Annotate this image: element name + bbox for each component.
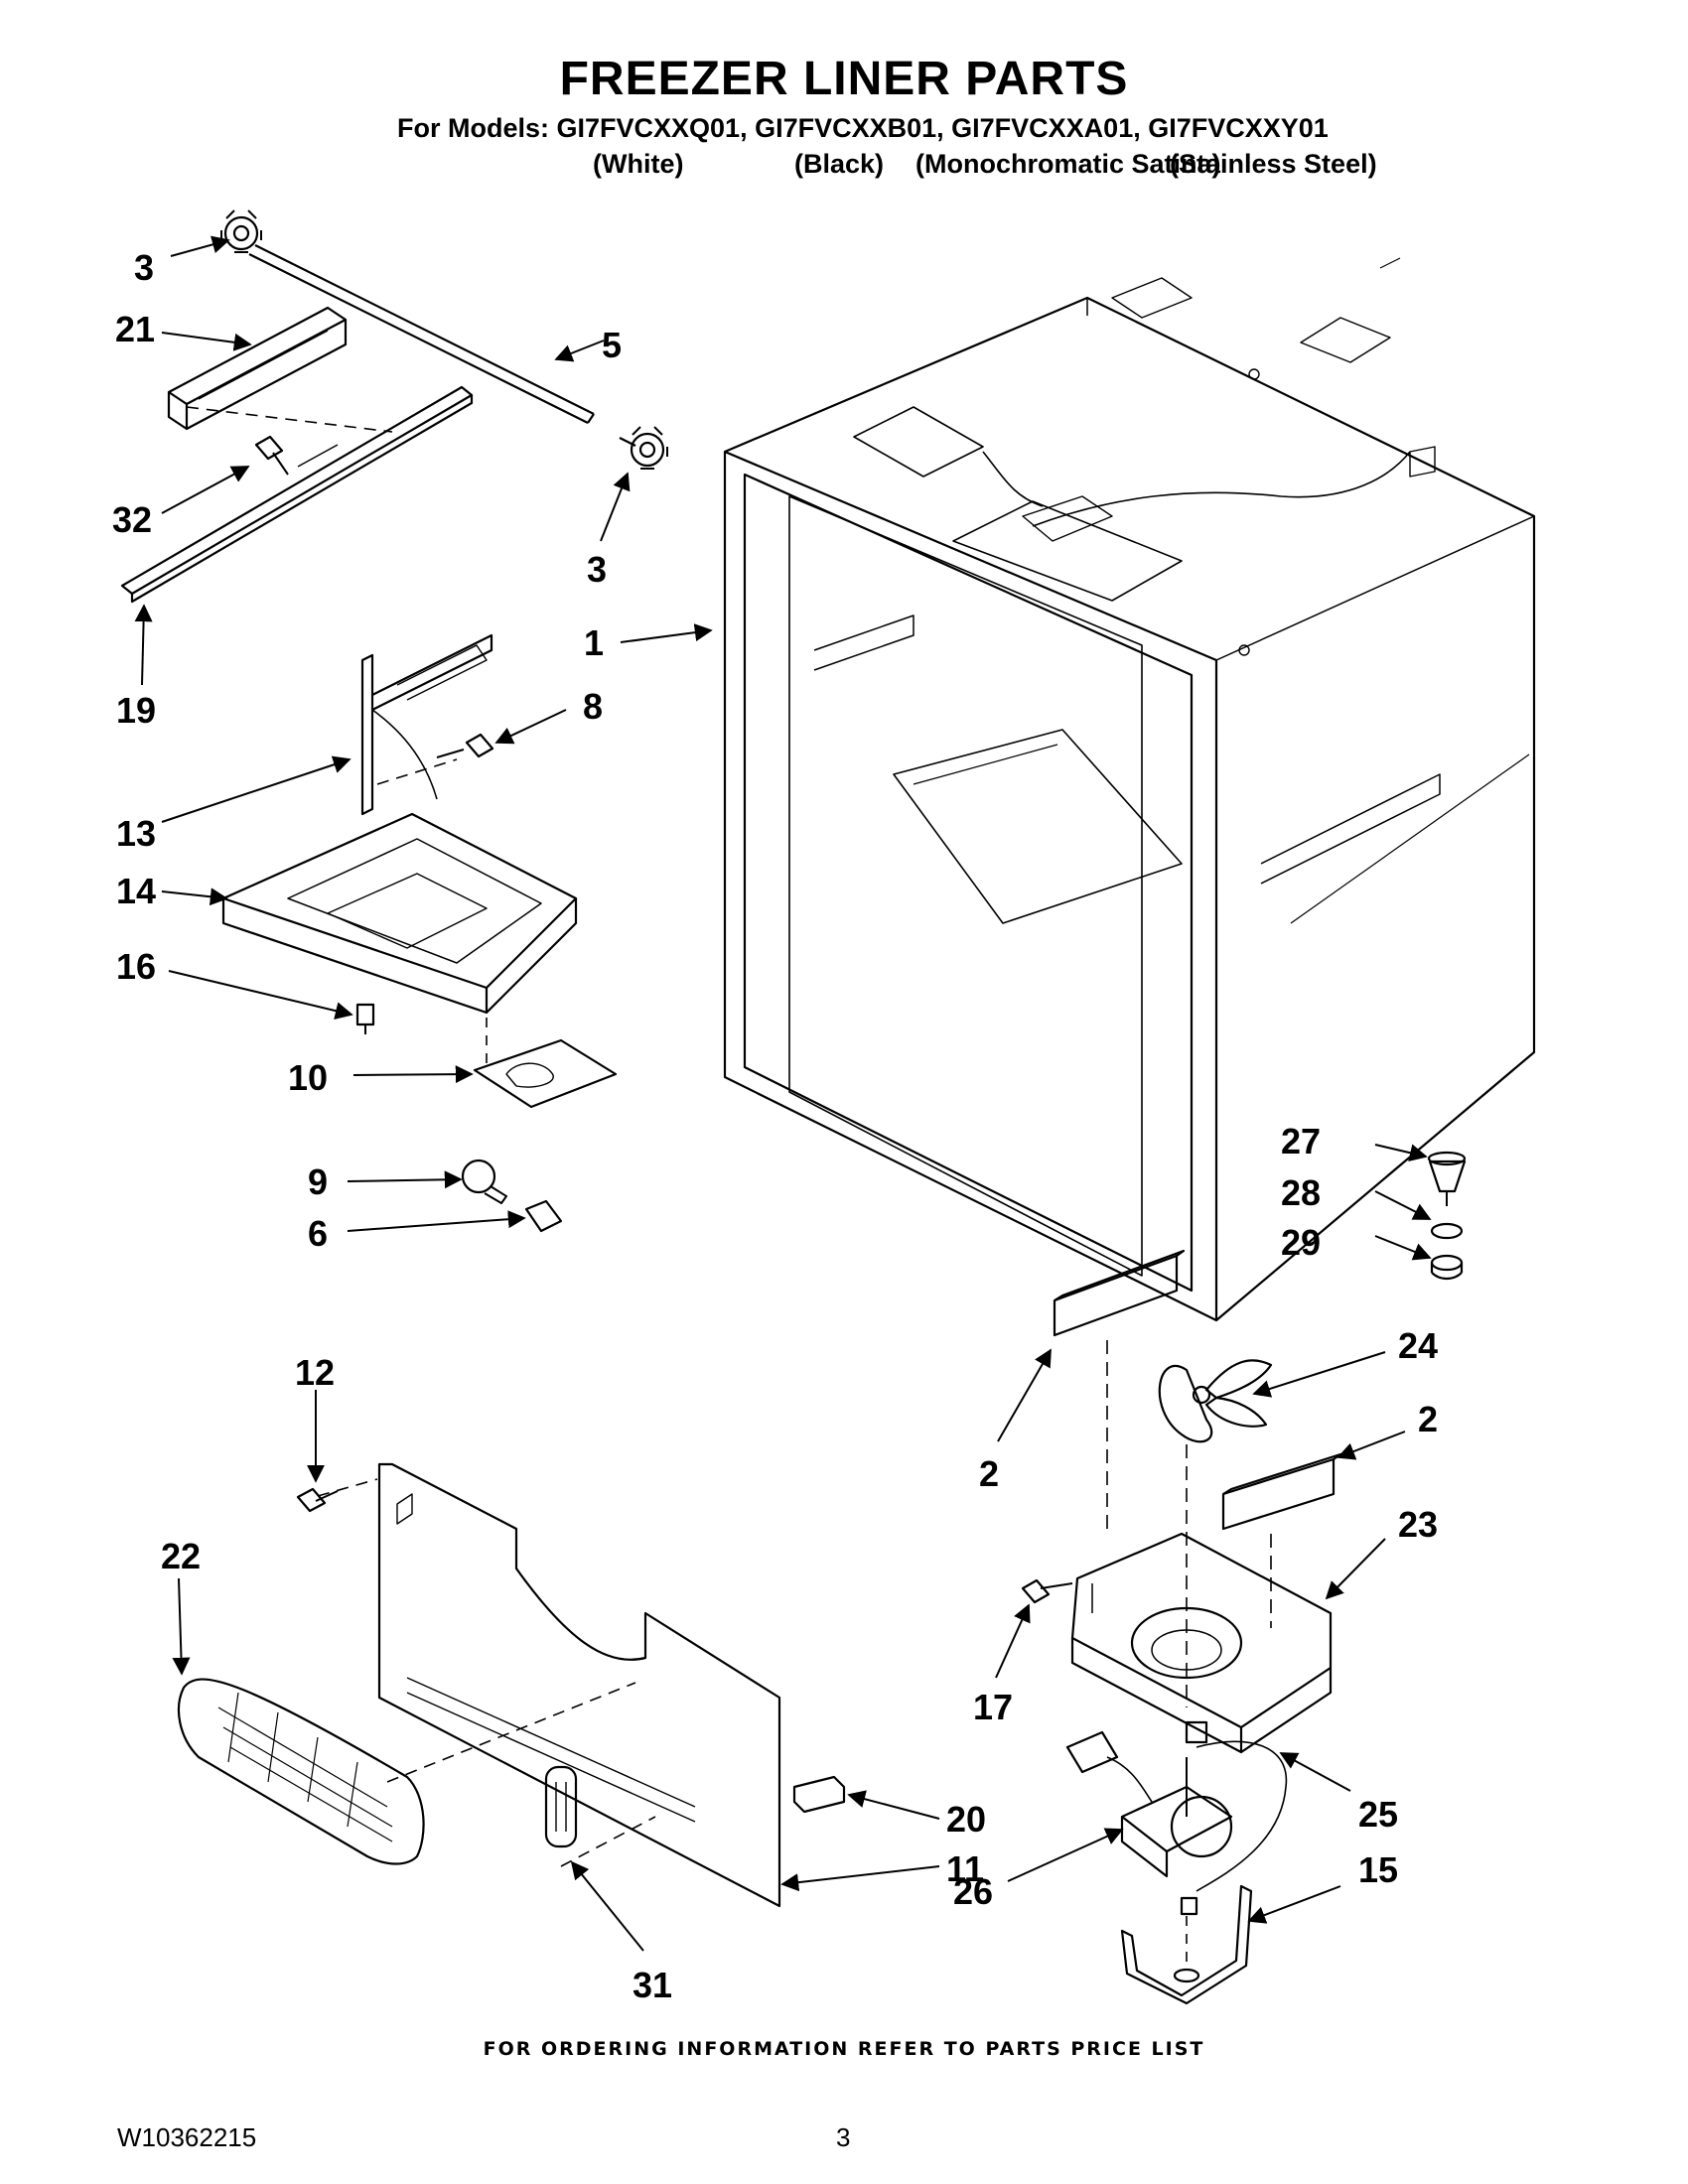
callout-24: 24 xyxy=(1398,1325,1438,1366)
switch-part-16 xyxy=(355,1003,375,1034)
grille-part-22 xyxy=(177,1678,425,1865)
leader-lines xyxy=(134,235,1432,1952)
callout-17: 17 xyxy=(973,1687,1013,1727)
part-27 xyxy=(1427,1151,1467,1206)
callout-10: 10 xyxy=(288,1057,328,1098)
callout-9: 9 xyxy=(308,1161,328,1202)
fan-blade-part-24 xyxy=(1158,1359,1273,1443)
callout-15: 15 xyxy=(1358,1849,1398,1890)
callout-25: 25 xyxy=(1358,1794,1398,1835)
callout-29: 29 xyxy=(1281,1222,1321,1263)
screw-part-32 xyxy=(254,435,289,476)
part-29 xyxy=(1430,1254,1464,1281)
callout-31: 31 xyxy=(633,1965,672,2005)
socket-part-6 xyxy=(524,1199,563,1233)
pad-part-2-top xyxy=(1053,1249,1186,1337)
screw-part-17 xyxy=(1021,1578,1073,1604)
assembly-guide-line xyxy=(186,406,393,433)
callout-11: 11 xyxy=(946,1848,984,1889)
grommet-part-25 xyxy=(1185,1720,1288,1892)
gear-part-3-lower xyxy=(619,426,668,470)
label-part-10 xyxy=(473,1038,618,1109)
callout-6: 6 xyxy=(308,1213,328,1254)
callout-13: 13 xyxy=(116,813,156,854)
part-31 xyxy=(544,1765,578,1848)
variant-black: (Black) xyxy=(794,149,885,179)
screw-part-12 xyxy=(296,1487,339,1513)
callout-14: 14 xyxy=(116,871,156,911)
callout-28: 28 xyxy=(1281,1172,1321,1213)
bracket-part-15 xyxy=(1120,1884,1253,2005)
bracket-part-13 xyxy=(360,633,493,816)
callout-27: 27 xyxy=(1281,1121,1321,1161)
screw-part-8 xyxy=(436,733,494,758)
callout-1: 1 xyxy=(584,622,604,663)
assembly-guide-line-4 xyxy=(317,1478,378,1497)
fan-motor-part-26 xyxy=(1120,1757,1233,1878)
slide-rail-part-19 xyxy=(120,385,474,604)
callout-23: 23 xyxy=(1398,1504,1438,1545)
callout-3-lower: 3 xyxy=(587,549,607,590)
callout-3-top: 3 xyxy=(134,247,154,288)
callout-19: 19 xyxy=(116,690,156,731)
assembly-guide-line-5 xyxy=(386,1682,636,1783)
ordering-note: FOR ORDERING INFORMATION REFER TO PARTS … xyxy=(483,2038,1205,2060)
bulb-part-9 xyxy=(461,1159,507,1204)
connector xyxy=(1065,1730,1153,1803)
callout-2-right: 2 xyxy=(1418,1399,1438,1439)
page-number: 3 xyxy=(836,2122,851,2152)
callout-16: 16 xyxy=(116,946,156,987)
variant-monochromatic: (Monochromatic Satina) xyxy=(915,149,1221,179)
part-20 xyxy=(792,1775,846,1814)
assembly-guide-line-6 xyxy=(560,1816,656,1867)
rod-part-5 xyxy=(248,244,595,424)
gear-part-3-top xyxy=(220,209,262,253)
callout-26: 26 xyxy=(953,1871,993,1912)
pad-part-2-lower xyxy=(1221,1452,1342,1531)
light-housing-part-14 xyxy=(221,812,578,1015)
models-line: For Models: GI7FVCXXQ01, GI7FVCXXB01, GI… xyxy=(397,113,1329,143)
callout-20: 20 xyxy=(946,1799,986,1840)
slide-rail-part-21 xyxy=(167,306,348,431)
page-title: FREEZER LINER PARTS xyxy=(559,53,1129,105)
callout-8: 8 xyxy=(583,686,603,727)
callout-5: 5 xyxy=(602,325,622,365)
ring-part-28 xyxy=(1430,1222,1464,1240)
fan-shroud-part-23 xyxy=(1070,1532,1333,1754)
callout-12: 12 xyxy=(295,1352,335,1393)
variant-stainless: (Stainless Steel) xyxy=(1170,149,1377,179)
freezer-liner-part xyxy=(723,257,1536,1322)
document-number: W10362215 xyxy=(117,2122,257,2152)
callout-2-left: 2 xyxy=(979,1453,999,1494)
rear-panel-part-11 xyxy=(377,1462,781,1908)
callout-21: 21 xyxy=(115,309,155,349)
assembly-guide-line-2 xyxy=(376,758,458,785)
callout-22: 22 xyxy=(161,1536,201,1576)
variant-white: (White) xyxy=(593,149,684,179)
callout-32: 32 xyxy=(112,499,152,540)
